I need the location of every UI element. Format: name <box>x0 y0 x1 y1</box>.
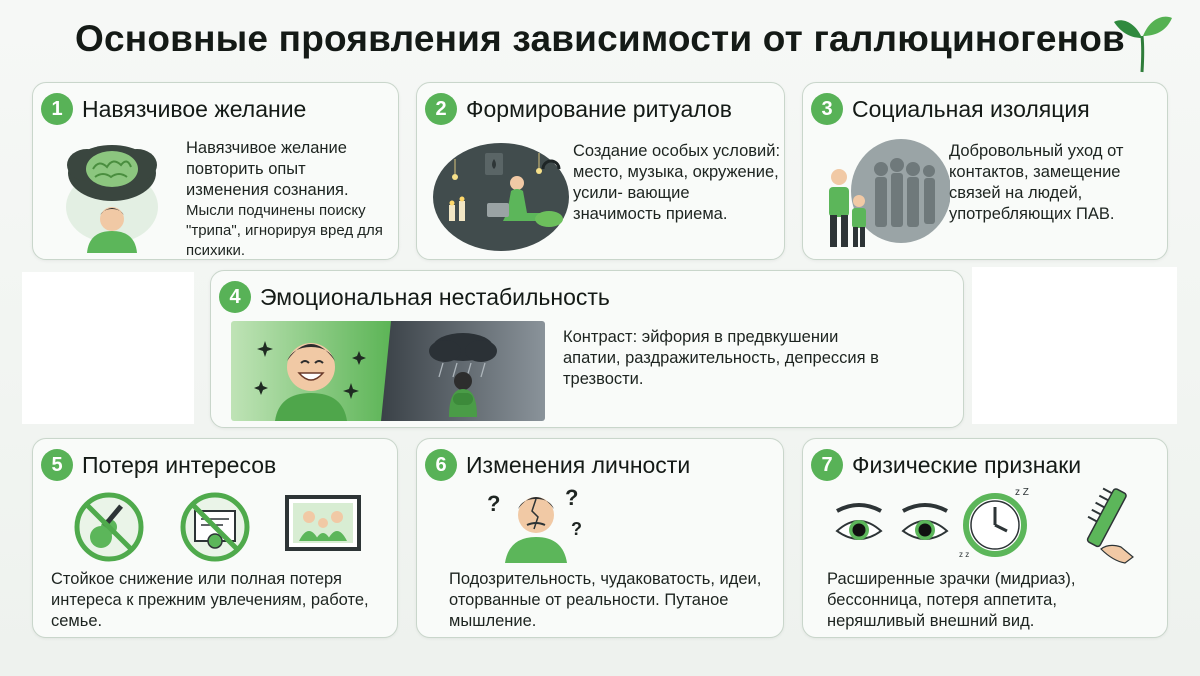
blank-panel-right <box>972 267 1177 424</box>
svg-text:?: ? <box>487 491 500 516</box>
dilated-eyes-icon <box>835 503 949 540</box>
card-title: Изменения личности <box>466 451 691 478</box>
blank-panel-left <box>22 272 194 424</box>
card-title: Потеря интересов <box>82 451 277 478</box>
card-description: Навязчивое желание повторить опыт измене… <box>186 139 383 259</box>
card-number: 3 <box>811 93 843 125</box>
card-number: 4 <box>219 281 251 313</box>
card-emotional-instability: 4 Эмоциональная нестабильность <box>210 270 964 428</box>
card-number: 2 <box>425 93 457 125</box>
card-description: Контраст: эйфория в предвкушении апатии,… <box>563 328 879 388</box>
svg-text:?: ? <box>571 519 582 539</box>
isolation-silhouettes-icon <box>829 139 950 247</box>
card-personality-changes: 6 Изменения личности ? ? ? Подозрительно… <box>416 438 784 638</box>
no-guitar-icon <box>74 492 144 562</box>
card-title: Навязчивое желание <box>82 95 307 122</box>
svg-text:z Z: z Z <box>1015 487 1029 498</box>
card-description: Стойкое снижение или полная потеря интер… <box>51 570 369 630</box>
family-photo-icon <box>285 495 361 551</box>
card-social-isolation: 3 Социальная изоляция Добровольный уход … <box>802 82 1168 260</box>
brain-in-cloud-icon <box>66 145 158 253</box>
insomnia-clock-icon: z Z z z <box>959 487 1029 559</box>
card-description: Создание особых условий: место, музыка, … <box>573 142 781 223</box>
no-certificate-icon <box>180 492 250 562</box>
card-description: Добровольный уход от контактов, замещени… <box>949 142 1124 223</box>
card-compulsive-desire: 1 Навязчивое желание Навязчивое желание … <box>32 82 399 260</box>
card-title: Эмоциональная нестабильность <box>260 283 610 310</box>
card-number: 5 <box>41 449 73 481</box>
ritual-scene-icon <box>433 143 569 251</box>
card-title: Формирование ритуалов <box>466 95 732 122</box>
euphoria-depression-icon <box>231 321 545 421</box>
card-number: 7 <box>811 449 843 481</box>
card-description: Расширенные зрачки (мидриаз), бессонница… <box>827 570 1076 630</box>
card-ritual-formation: 2 Формирование ритуалов Создание особых … <box>416 82 785 260</box>
card-number: 6 <box>425 449 457 481</box>
page-title: Основные проявления зависимости от галлю… <box>75 18 1125 59</box>
comb-icon <box>1086 487 1134 564</box>
card-description: Подозрительность, чудаковатость, идеи, о… <box>449 570 762 630</box>
sprout-icon <box>1114 16 1172 73</box>
card-physical-signs: 7 Физические признаки z Z z z Расширенны… <box>802 438 1168 638</box>
card-title: Социальная изоляция <box>852 95 1090 122</box>
card-title: Физические признаки <box>852 451 1082 478</box>
confused-person-icon: ? ? ? <box>487 485 582 563</box>
svg-text:z z: z z <box>959 550 969 559</box>
card-loss-of-interest: 5 Потеря интересов Стойкое снижение или … <box>32 438 398 638</box>
euphoria-depression-scene <box>231 321 545 421</box>
svg-text:?: ? <box>565 485 578 510</box>
card-number: 1 <box>41 93 73 125</box>
